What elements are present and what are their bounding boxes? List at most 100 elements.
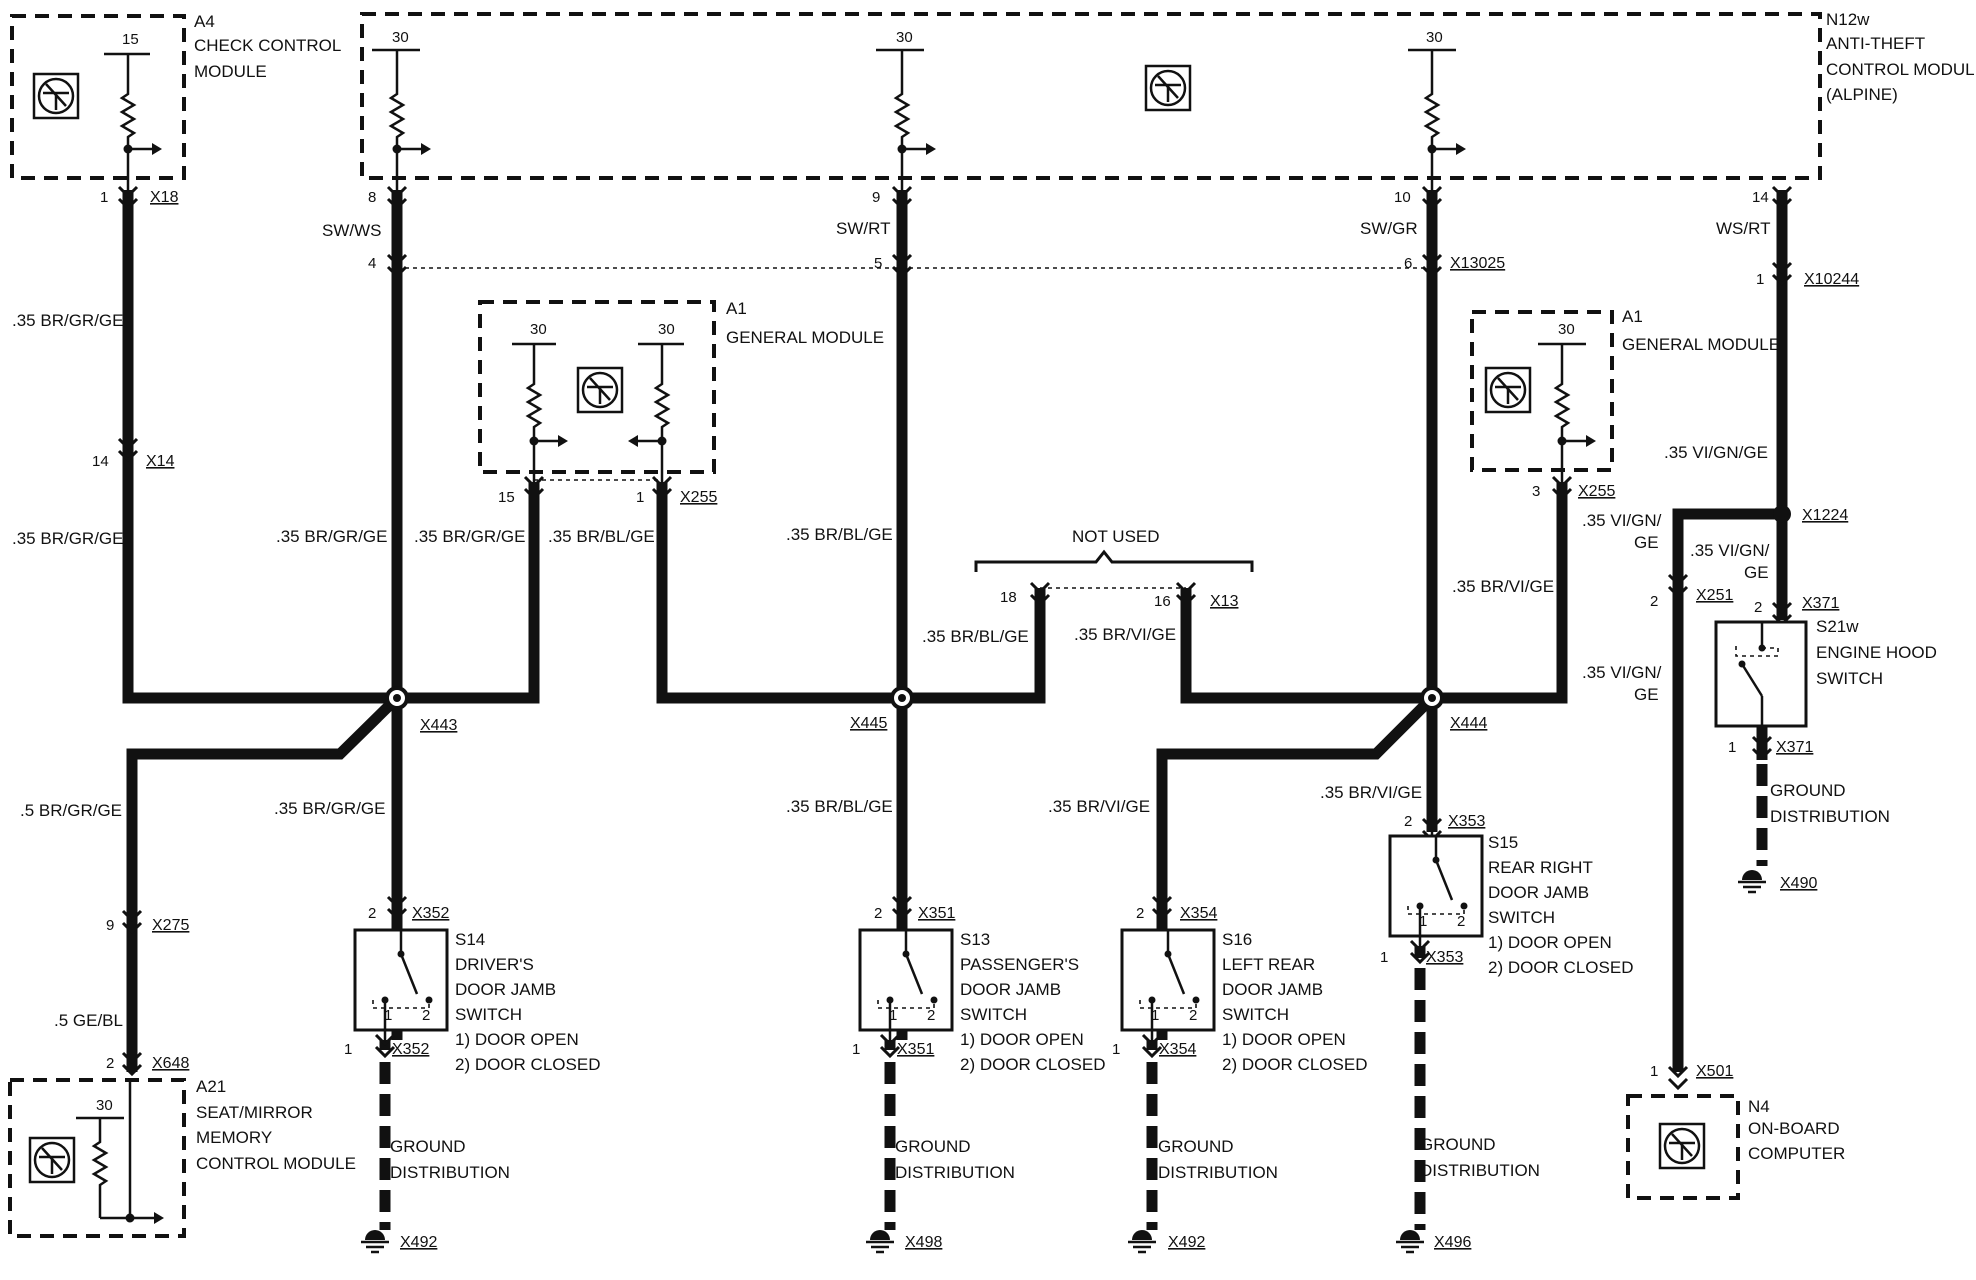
module-a4: 15 A4 CHECK CONTROL MODULE bbox=[10, 12, 341, 190]
a1r-name: GENERAL MODULE bbox=[1622, 335, 1780, 354]
s14-conn-bottom: X352 bbox=[392, 1041, 429, 1058]
s14-ground-conn: X492 bbox=[400, 1234, 437, 1251]
a21-name-line-3: CONTROL MODULE bbox=[196, 1154, 356, 1173]
a21-conn-x648: X648 bbox=[152, 1055, 189, 1072]
wire-s14: .35 BR/GR/GE bbox=[274, 799, 385, 818]
n12w-name-line-1: ANTI-THEFT bbox=[1826, 34, 1925, 53]
s16-name-2: DOOR JAMB bbox=[1222, 980, 1323, 999]
a4-name-line-2: MODULE bbox=[194, 62, 267, 81]
s14-conn-top: X352 bbox=[412, 905, 449, 922]
wire-a1l-1: .35 BR/BL/GE bbox=[548, 527, 655, 546]
s14-name-3: SWITCH bbox=[455, 1005, 522, 1024]
s16-gnd-2: DISTRIBUTION bbox=[1158, 1163, 1278, 1182]
splices bbox=[385, 505, 1791, 710]
wire-x275: .5 BR/GR/GE bbox=[20, 801, 122, 820]
s13-name-3: SWITCH bbox=[960, 1005, 1027, 1024]
s16-conn-bottom: X354 bbox=[1159, 1041, 1196, 1058]
n12w-pin-14: 14 bbox=[1752, 189, 1769, 206]
a4-name-line-1: CHECK CONTROL bbox=[194, 36, 341, 55]
s14-gnd-1: GROUND bbox=[390, 1137, 466, 1156]
s15-legend-2: 2) DOOR CLOSED bbox=[1488, 958, 1633, 977]
s14-pin-bottom: 1 bbox=[344, 1041, 352, 1058]
switch-s21w: 2 X371 1 X371 S21w ENGINE HOOD SWITCH GR… bbox=[1714, 595, 1937, 894]
a1r-id: A1 bbox=[1622, 307, 1643, 326]
a1l-id: A1 bbox=[726, 299, 747, 318]
a21-name-line-2: MEMORY bbox=[196, 1128, 272, 1147]
wire-x251-2: GE bbox=[1634, 685, 1659, 704]
a21-name-line-1: SEAT/MIRROR bbox=[196, 1103, 313, 1122]
wire-x1224-b-2: GE bbox=[1744, 563, 1769, 582]
a21-pin-30: 30 bbox=[96, 1097, 113, 1114]
n12w-pin-9: 9 bbox=[872, 189, 880, 206]
s14-contact-1: 1 bbox=[384, 1007, 392, 1024]
s15-contact-1: 1 bbox=[1419, 913, 1427, 930]
wire-x13-16: .35 BR/VI/GE bbox=[1074, 625, 1176, 644]
wire-s15: .35 BR/VI/GE bbox=[1320, 783, 1422, 802]
wire-s16: .35 BR/VI/GE bbox=[1048, 797, 1150, 816]
switch-s15: 2 X353 1 2 1 X353 S15 REAR RIGHT DOOR JA… bbox=[1380, 813, 1633, 1254]
s21w-pin-bottom: 1 bbox=[1728, 739, 1736, 756]
wire-x1224-a-1: .35 VI/GN/ bbox=[1582, 511, 1662, 530]
s14-contact-2: 2 bbox=[422, 1007, 430, 1024]
n4-pin-1: 1 bbox=[1650, 1063, 1658, 1080]
module-a1-left: 30 30 A1 GENERAL MODULE bbox=[478, 299, 884, 482]
s15-gnd-2: DISTRIBUTION bbox=[1420, 1161, 1540, 1180]
switch-s13: 2 X351 1 2 1 X351 S13 PASSENGER'S DOOR J… bbox=[852, 895, 1105, 1254]
x13025-pin-5: 5 bbox=[874, 255, 882, 272]
a4-conn-x18: X18 bbox=[150, 189, 179, 206]
s13-gnd-2: DISTRIBUTION bbox=[895, 1163, 1015, 1182]
s13-conn-bottom: X351 bbox=[897, 1041, 934, 1058]
s16-gnd-1: GROUND bbox=[1158, 1137, 1234, 1156]
wire-n12w-9: .35 BR/BL/GE bbox=[786, 525, 893, 544]
n12w-pin-30-a: 30 bbox=[392, 29, 409, 46]
s16-id: S16 bbox=[1222, 930, 1252, 949]
n12w-pin-10: 10 bbox=[1394, 189, 1411, 206]
s16-legend-1: 1) DOOR OPEN bbox=[1222, 1030, 1346, 1049]
s15-pin-bottom: 1 bbox=[1380, 949, 1388, 966]
n12w-name-line-3: (ALPINE) bbox=[1826, 85, 1898, 104]
a4-pin-15: 15 bbox=[122, 31, 139, 48]
s21w-name-1: ENGINE HOOD bbox=[1816, 643, 1937, 662]
wire-a1l-15: .35 BR/GR/GE bbox=[414, 527, 525, 546]
switch-s14: 2 X352 1 2 1 X352 S14 DRIVER'S DOOR JAMB… bbox=[344, 895, 600, 1254]
n12w-id: N12w bbox=[1826, 10, 1870, 29]
s21w-gnd-2: DISTRIBUTION bbox=[1770, 807, 1890, 826]
n4-name-line-2: COMPUTER bbox=[1748, 1144, 1845, 1163]
s14-legend-1: 1) DOOR OPEN bbox=[455, 1030, 579, 1049]
s15-legend-1: 1) DOOR OPEN bbox=[1488, 933, 1612, 952]
module-a21: 30 A21 SEAT/MIRROR MEMORY CONTROL MODULE bbox=[8, 1077, 356, 1238]
x13-pin-16: 16 bbox=[1154, 593, 1171, 610]
a1r-pin-30: 30 bbox=[1558, 321, 1575, 338]
wire-x1224-a-2: GE bbox=[1634, 533, 1659, 552]
a21-id: A21 bbox=[196, 1077, 226, 1096]
s13-id: S13 bbox=[960, 930, 990, 949]
s21w-gnd-1: GROUND bbox=[1770, 781, 1846, 800]
wire-sw-rt: SW/RT bbox=[836, 219, 890, 238]
n4-name-line-1: ON-BOARD bbox=[1748, 1119, 1840, 1138]
x251-label: X251 bbox=[1696, 587, 1733, 604]
wire-sw-ws: SW/WS bbox=[322, 221, 382, 240]
s13-legend-2: 2) DOOR CLOSED bbox=[960, 1055, 1105, 1074]
wire-labels: SW/WS SW/RT SW/GR WS/RT .35 BR/GR/GE .35… bbox=[12, 219, 1770, 1030]
s15-conn-top: X353 bbox=[1448, 813, 1485, 830]
s15-id: S15 bbox=[1488, 833, 1518, 852]
s15-contact-2: 2 bbox=[1457, 913, 1465, 930]
a1l-pin-1: 1 bbox=[636, 489, 644, 506]
a1l-pin-30-b: 30 bbox=[658, 321, 675, 338]
s16-legend-2: 2) DOOR CLOSED bbox=[1222, 1055, 1367, 1074]
x275-pin-9: 9 bbox=[106, 917, 114, 934]
a1l-pin-30-a: 30 bbox=[530, 321, 547, 338]
x14-label: X14 bbox=[146, 453, 175, 470]
s16-pin-top: 2 bbox=[1136, 905, 1144, 922]
s14-name-1: DRIVER'S bbox=[455, 955, 534, 974]
wire-x251-1: .35 VI/GN/ bbox=[1582, 663, 1662, 682]
s13-pin-bottom: 1 bbox=[852, 1041, 860, 1058]
x10244-label: X10244 bbox=[1804, 271, 1859, 288]
s16-contact-1: 1 bbox=[1151, 1007, 1159, 1024]
wire-n12w-8: .35 BR/GR/GE bbox=[276, 527, 387, 546]
s16-conn-top: X354 bbox=[1180, 905, 1217, 922]
x445-label: X445 bbox=[850, 715, 887, 732]
switch-s16: 2 X354 1 2 1 X354 S16 LEFT REAR DOOR JAM… bbox=[1112, 895, 1367, 1254]
s13-contact-2: 2 bbox=[927, 1007, 935, 1024]
